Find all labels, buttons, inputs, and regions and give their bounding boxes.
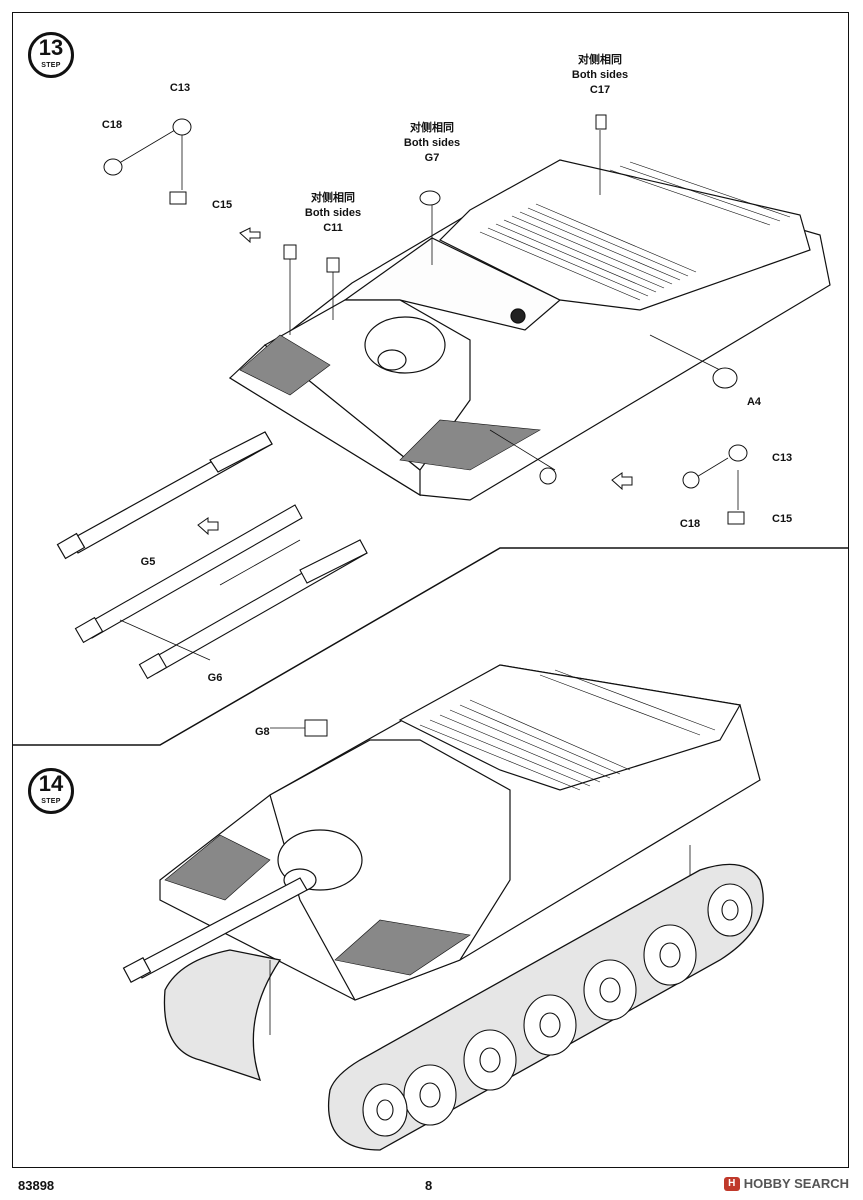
label-g7: G7 [424,152,440,164]
step-13-badge: 13 STEP [28,32,74,78]
hull-step13 [228,159,831,501]
engine-grilles-14 [419,669,716,791]
watermark-text: HOBBY SEARCH [743,1176,849,1191]
barrel-parts-g5-g6 [74,504,368,680]
gun-barrel-14 [122,877,308,984]
kit-number: 83898 [18,1178,55,1193]
small-parts-13 [103,114,748,525]
step-13-word: STEP [41,62,61,69]
small-parts-14 [304,719,328,737]
note-both-sides-cn-g7: 对侧相同 [410,122,454,134]
label-c18-top: C18 [101,119,123,131]
step-14-number: 14 [38,771,64,796]
step-13-number: 13 [38,35,64,60]
note-both-sides-cn-c17: 对侧相同 [578,54,622,66]
assembly-lines-14 [269,727,691,1035]
label-g8: G8 [255,726,270,738]
hobbysearch-logo-icon: H [723,1176,740,1191]
gun-barrel-13 [56,431,273,560]
note-both-sides-en-c11: Both sides [304,207,362,219]
road-wheels [362,883,753,1137]
label-c15-right: C15 [772,513,793,525]
note-both-sides-cn-c11: 对侧相同 [311,192,355,204]
label-a4: A4 [746,396,762,408]
label-c13-top: C13 [169,82,191,94]
label-c15-top: C15 [212,199,233,211]
label-g5: G5 [140,556,156,568]
step-divider [12,547,849,746]
page-number: 8 [425,1178,433,1193]
direction-arrows [197,227,633,536]
anti-slip-plates-13 [239,334,541,471]
label-c11: C11 [323,222,343,234]
note-both-sides-en-c17: Both sides [571,69,629,81]
note-both-sides-en-g7: Both sides [403,137,461,149]
engine-grilles-13 [479,161,791,301]
step-14-badge: 14 STEP [28,768,74,814]
label-c18-right: C18 [679,518,701,530]
step-14-word: STEP [41,798,61,805]
assembly-lines-13 [115,125,739,661]
instruction-frame [12,12,849,1168]
anti-slip-plates-14 [164,834,471,976]
label-c17: C17 [589,84,611,96]
label-g6: G6 [207,672,223,684]
label-c13-right: C13 [772,452,793,464]
watermark: H HOBBY SEARCH [723,1176,849,1191]
